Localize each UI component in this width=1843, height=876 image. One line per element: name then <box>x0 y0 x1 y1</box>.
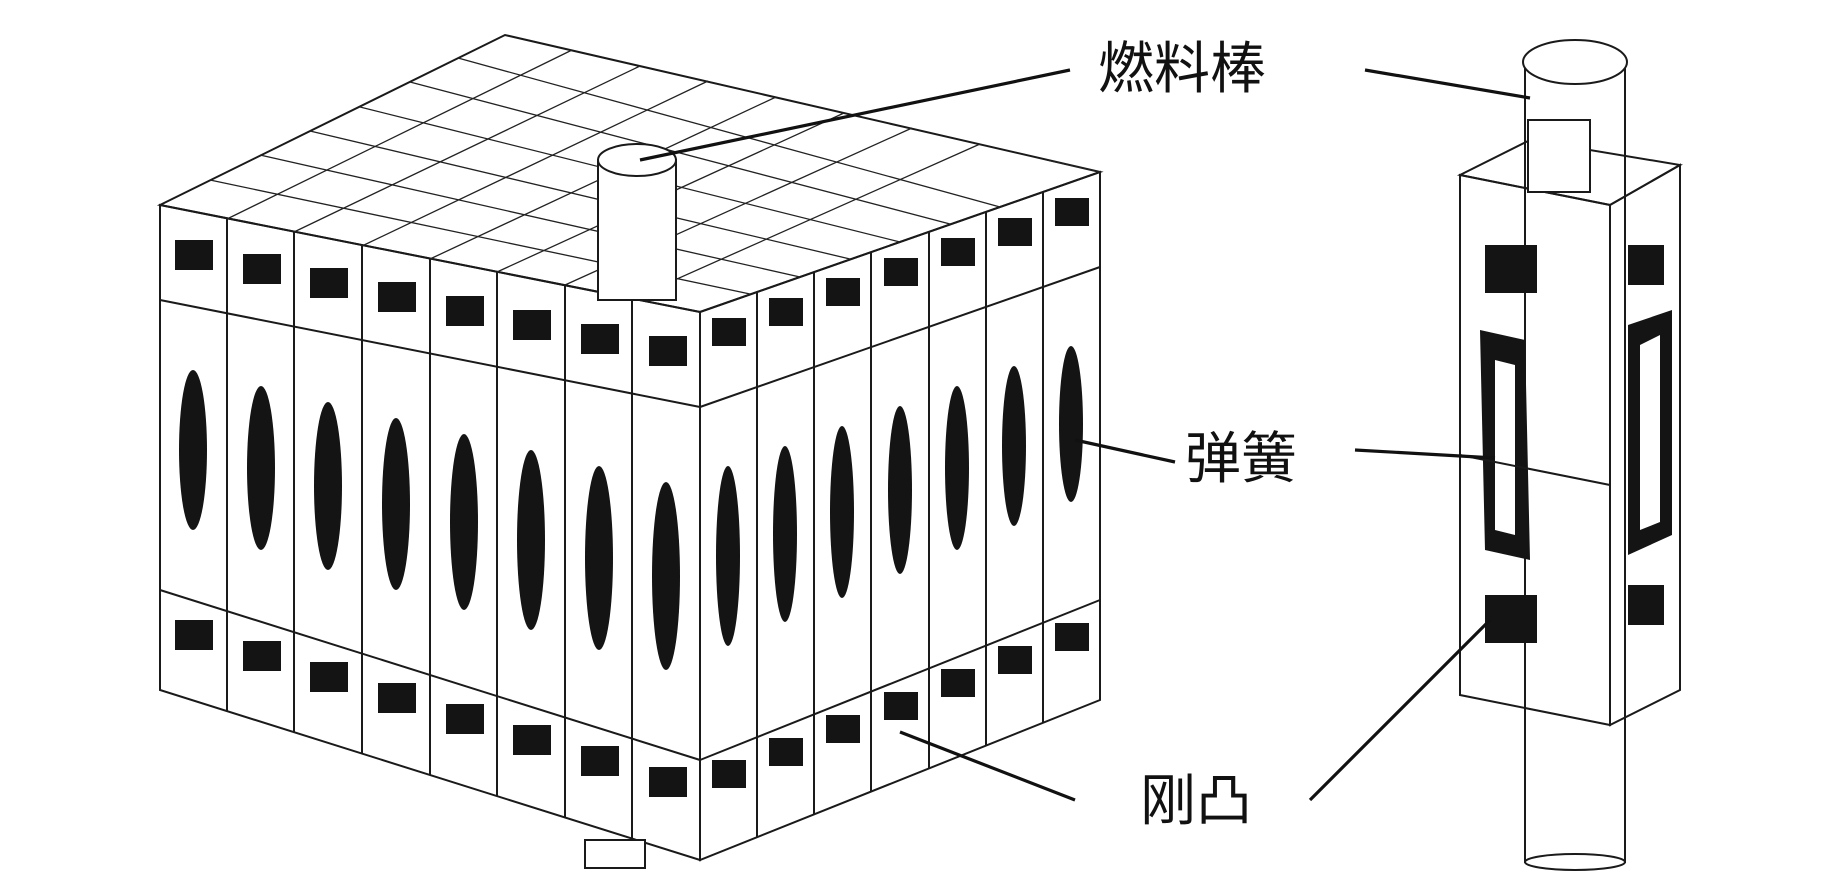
single-cell-with-rod <box>1456 39 1683 871</box>
leader-spring-right <box>1354 448 1496 460</box>
leader-spring-left <box>1074 438 1176 464</box>
leader-fuel-rod-left <box>639 68 1071 162</box>
grid-front-dividers <box>226 219 633 839</box>
cell-spring <box>1480 330 1530 560</box>
cell-dimple-lower <box>1485 595 1537 643</box>
leader-dimple-left <box>899 730 1076 802</box>
grid-right-face <box>699 170 1101 862</box>
callout-leaders <box>639 68 1531 802</box>
cell-top-face <box>1456 138 1683 207</box>
dimple-windows-upper <box>175 198 1089 366</box>
cell-dimple-upper <box>1485 245 1537 293</box>
label-spring: 弹簧 <box>1185 427 1297 492</box>
single-fuel-rod <box>1524 61 1626 863</box>
label-fuel-rod: 燃料棒 <box>1098 37 1266 102</box>
grid-bands <box>159 266 1101 761</box>
label-dimple: 刚凸 <box>1140 769 1252 834</box>
assembly-rod-bottom <box>584 839 646 869</box>
grid-right-dividers <box>756 192 1044 837</box>
leader-dimple-right <box>1308 618 1492 802</box>
leader-fuel-rod-right <box>1364 68 1531 100</box>
spring-windows <box>179 346 1083 670</box>
dimple-windows-lower <box>175 620 1089 797</box>
spacer-grid-assembly <box>156 33 1104 869</box>
assembly-fuel-rod <box>597 143 677 301</box>
